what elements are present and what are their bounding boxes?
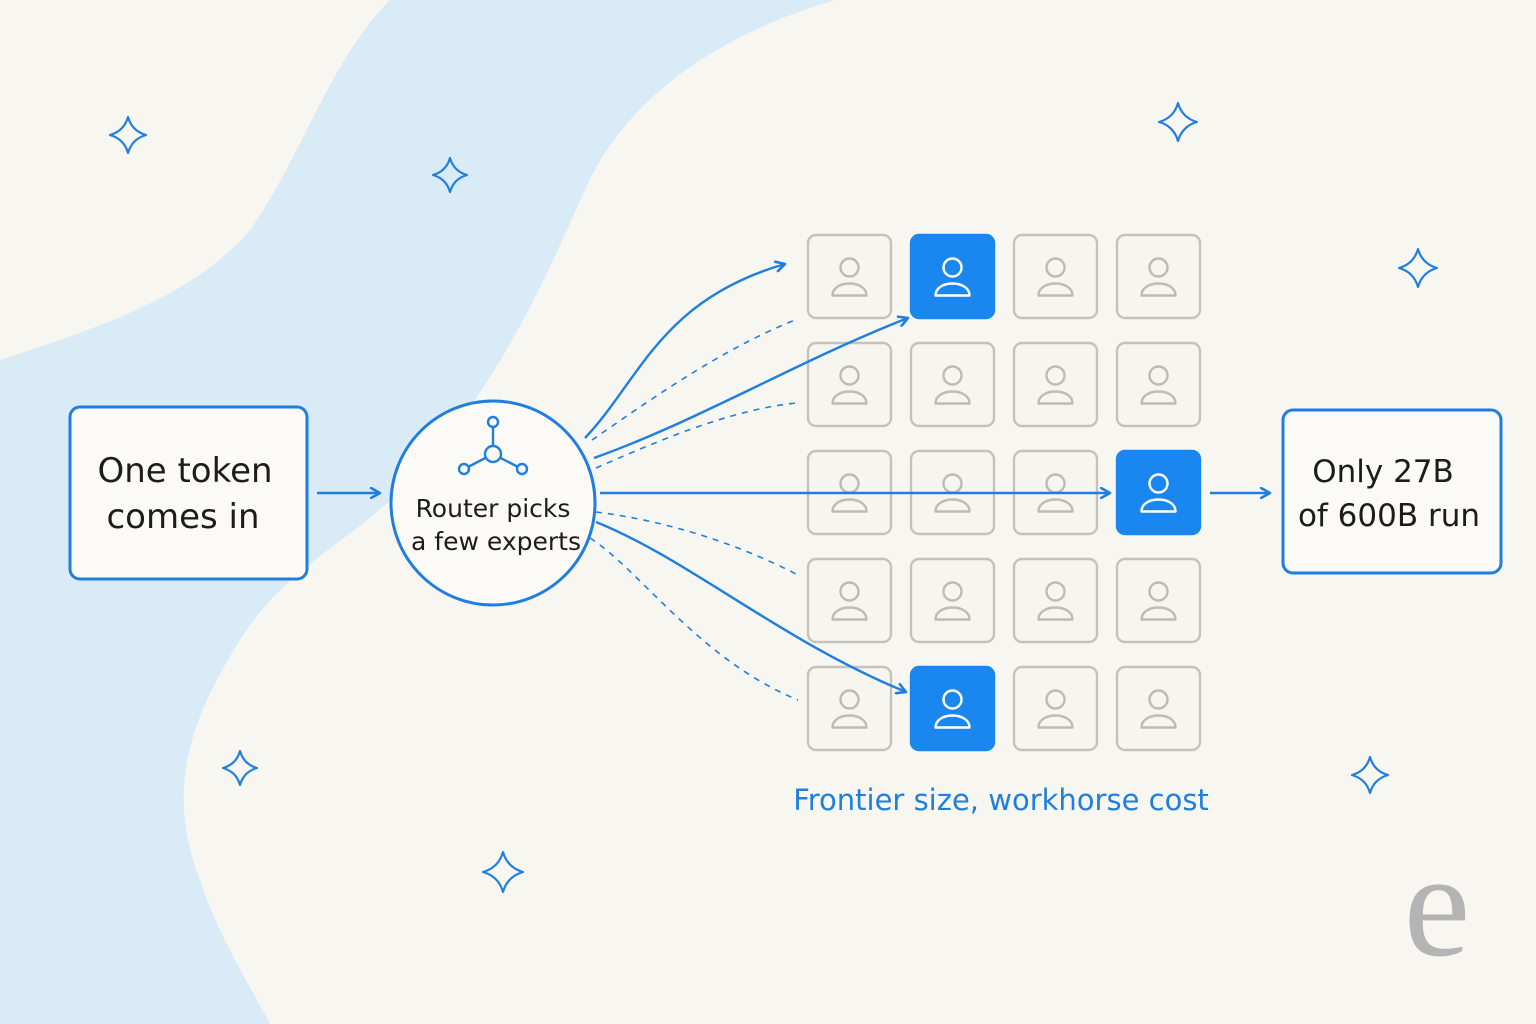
person-icon	[934, 689, 971, 729]
person-icon	[1140, 581, 1177, 621]
person-icon	[1140, 257, 1177, 297]
person-icon	[831, 365, 868, 405]
router-label-line1: Router picks	[416, 494, 571, 523]
route-line-top	[584, 264, 785, 439]
output-label-line1: Only 27B	[1312, 454, 1454, 490]
person-icon	[1037, 257, 1074, 297]
person-icon	[1037, 365, 1074, 405]
expert-cell	[909, 557, 996, 644]
route-dashed-1	[591, 319, 796, 441]
logo: e	[1404, 822, 1471, 988]
expert-cell	[909, 341, 996, 428]
person-icon	[934, 257, 971, 297]
sparkle-icon	[108, 115, 148, 155]
input-label-line1: One token	[97, 451, 272, 491]
output-label-line2: of 600B run	[1298, 498, 1480, 534]
expert-cell-active	[1115, 449, 1202, 536]
sparkle-icon	[431, 156, 469, 194]
person-icon	[1140, 365, 1177, 405]
expert-cell	[806, 557, 893, 644]
sparkles	[108, 101, 1439, 894]
route-dashed-4	[589, 537, 799, 701]
expert-cell	[1115, 341, 1202, 428]
person-icon	[1140, 689, 1177, 729]
output-box	[1281, 408, 1503, 575]
router-label-line2: a few experts	[411, 527, 581, 556]
route-dashed-3	[595, 511, 799, 576]
router-circle	[389, 399, 597, 607]
person-icon	[831, 581, 868, 621]
expert-cell	[1012, 557, 1099, 644]
route-line-active-3	[595, 520, 906, 692]
sparkle-icon	[481, 850, 525, 894]
expert-cell-active	[909, 233, 996, 320]
sparkle-icon	[1157, 101, 1199, 143]
expert-cell	[1115, 665, 1202, 752]
input-label-line2: comes in	[106, 497, 259, 537]
expert-cell	[806, 233, 893, 320]
expert-cell	[1115, 233, 1202, 320]
caption: Frontier size, workhorse cost	[793, 783, 1209, 817]
routing-lines	[584, 264, 1110, 701]
person-icon	[1140, 473, 1177, 513]
person-icon	[1037, 581, 1074, 621]
person-icon	[831, 689, 868, 729]
route-dashed-2	[595, 402, 797, 469]
expert-cell	[1012, 233, 1099, 320]
person-icon	[934, 581, 971, 621]
person-icon	[1037, 689, 1074, 729]
person-icon	[831, 257, 868, 297]
network-icon	[457, 415, 529, 476]
expert-cell-active	[909, 665, 996, 752]
expert-cell	[1115, 557, 1202, 644]
person-icon	[934, 365, 971, 405]
route-line-active-1	[593, 318, 908, 460]
sparkle-icon	[1397, 247, 1439, 289]
sparkle-icon	[1350, 755, 1390, 795]
input-box	[68, 405, 309, 581]
sparkle-icon	[221, 749, 259, 787]
background-wave-lower	[0, 0, 390, 360]
expert-cell	[1012, 665, 1099, 752]
expert-cell	[1012, 341, 1099, 428]
